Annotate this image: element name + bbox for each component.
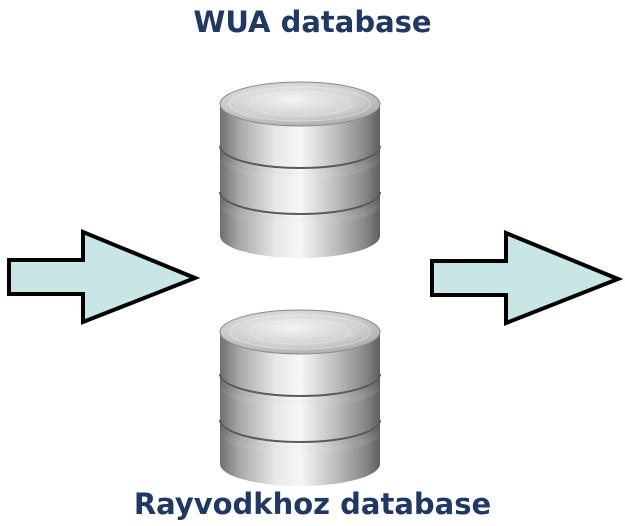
wua-database-label: WUA database <box>193 5 432 39</box>
rayvodkhoz-database-icon <box>219 309 381 486</box>
right-arrow-icon <box>430 230 624 326</box>
right-arrow-icon <box>7 229 201 325</box>
wua-database-icon <box>219 81 381 258</box>
rayvodkhoz-database-label: Rayvodkhoz database <box>133 487 492 521</box>
